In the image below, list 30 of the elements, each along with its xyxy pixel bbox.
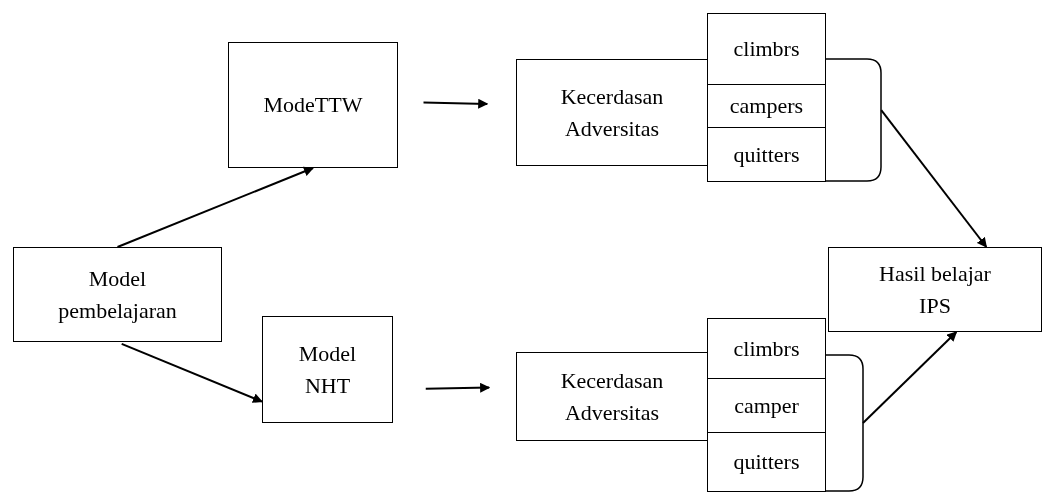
node-text: camper [734,391,799,420]
node-text: Kecerdasan Adversitas [559,366,665,427]
process-box [13,247,222,342]
arrow [116,166,314,248]
process-box [707,13,826,85]
process-box [707,127,826,182]
arrow [120,342,263,403]
process-box [516,352,708,441]
process-box [516,59,708,166]
curly-brace [825,354,865,492]
node-text: Kecerdasan Adversitas [559,82,665,143]
node-text: Hasil belajar IPS [878,259,992,320]
arrow [422,98,489,109]
node-text: campers [729,92,804,121]
arrow [862,331,958,424]
arrow [880,109,988,248]
node-text: quitters [733,448,800,477]
node-text: ModeTTW [263,91,363,120]
process-box [707,432,826,492]
node-text: Model pembelajaran [57,264,178,325]
node-text: Model NHT [297,339,358,400]
arrow [424,382,491,393]
process-box [707,318,826,379]
process-box [228,42,398,168]
node-text: climbrs [733,334,800,363]
process-box [262,316,393,423]
curly-brace [825,58,883,182]
process-box [828,247,1042,332]
node-text: quitters [733,140,800,169]
node-text: climbrs [733,35,800,64]
